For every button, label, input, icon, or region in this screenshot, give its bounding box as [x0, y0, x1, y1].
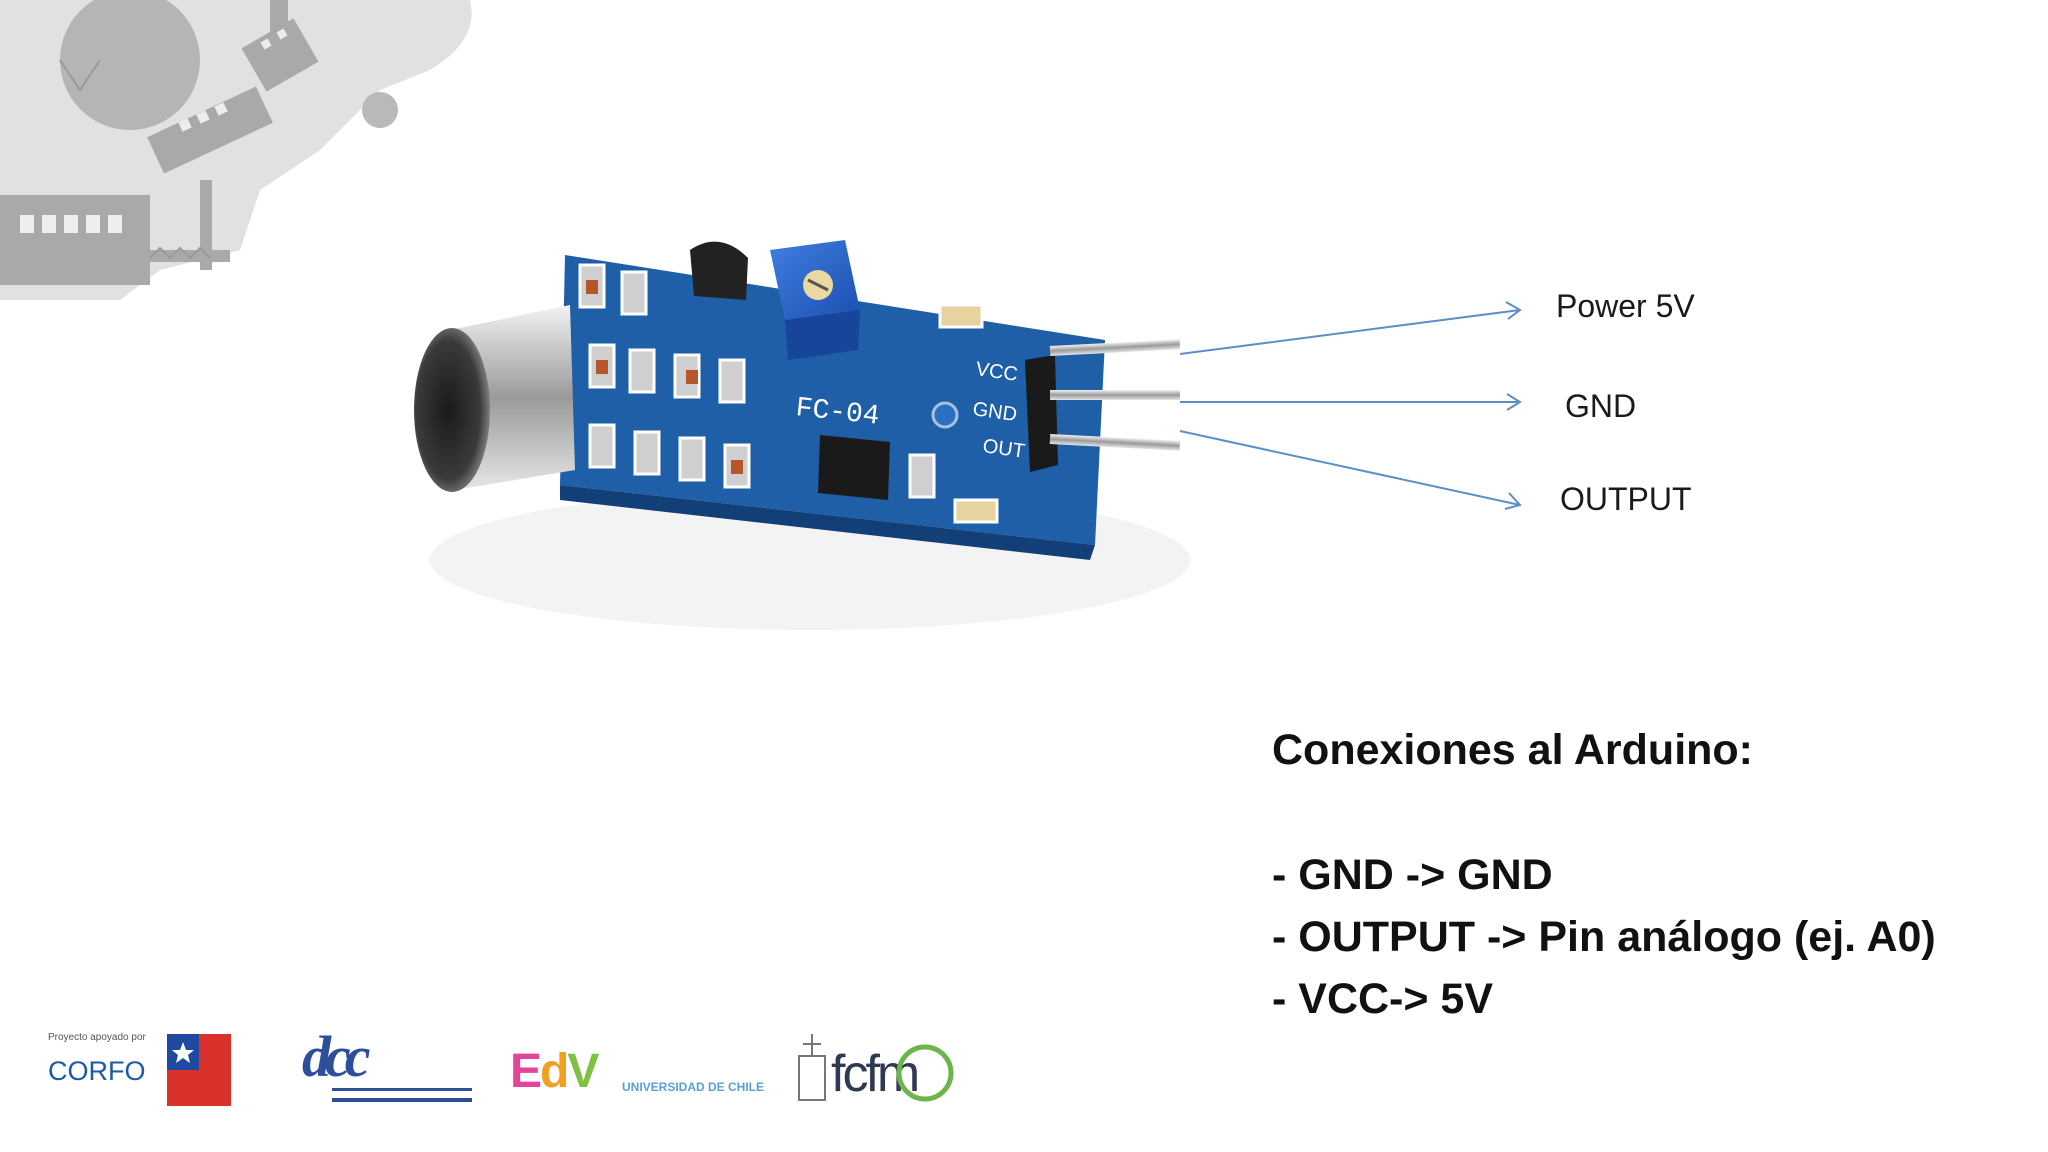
gnd-label: GND [1565, 388, 1637, 424]
edv-wordmark: EdV [510, 1045, 599, 1098]
switch-led [953, 498, 999, 524]
corfo-wordmark: CORFO [48, 1056, 146, 1086]
fcfm-logo: fcfm [795, 1034, 1055, 1114]
corner-decoration-illustration [0, 0, 472, 300]
arrow-gnd-head [1506, 393, 1522, 411]
dcc-logo: dcc [302, 1028, 472, 1102]
sponsor-logos: Proyecto apoyado por CORFO dcc EdV UNIVE… [40, 1028, 1070, 1138]
gobierno-de-chile-logo [167, 1034, 231, 1106]
header-pins [1025, 339, 1181, 472]
connection-line-vcc: - VCC-> 5V [1272, 975, 1494, 1023]
connections-block: Conexiones al Arduino: - GND -> GND - OU… [1272, 722, 2032, 1030]
potentiometer [770, 240, 860, 360]
dcc-wordmark: dcc [302, 1028, 370, 1089]
transistor [690, 241, 748, 300]
sound-sensor-module-image: FC-04 VCC GND OUT [414, 240, 1190, 630]
corfo-logo: Proyecto apoyado por CORFO [48, 1028, 158, 1108]
ic-chip [818, 435, 890, 500]
power-led [938, 303, 984, 329]
edv-logo: EdV UNIVERSIDAD DE CHILE [510, 1044, 764, 1100]
connections-title: Conexiones al Arduino: [1272, 726, 1753, 774]
arrow-power-head [1505, 301, 1522, 320]
fcfm-ring-icon [896, 1044, 954, 1102]
microphone-capsule [414, 305, 575, 492]
power-5v-label: Power 5V [1556, 288, 1695, 324]
edv-university: UNIVERSIDAD DE CHILE [622, 1080, 765, 1094]
output-label: OUTPUT [1560, 481, 1692, 517]
corfo-caption: Proyecto apoyado por [48, 1032, 146, 1043]
fcfm-crest-icon [798, 1034, 826, 1101]
connection-line-gnd: - GND -> GND [1272, 851, 1553, 899]
arrow-output-head [1504, 492, 1522, 510]
connection-line-output: - OUTPUT -> Pin análogo (ej. A0) [1272, 913, 1936, 961]
